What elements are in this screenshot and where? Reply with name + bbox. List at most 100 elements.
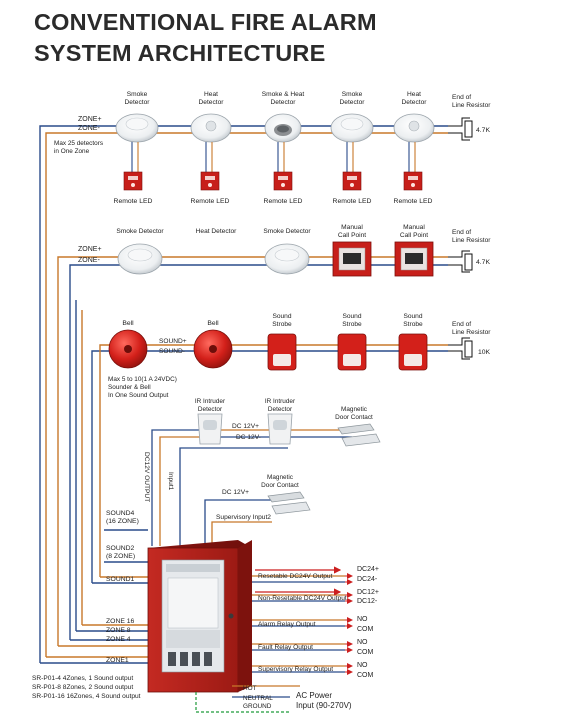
- remote-led-label: Remote LED: [114, 198, 153, 205]
- zone2-minus-label: ZONE-: [78, 257, 100, 264]
- magnetic-door-contact-icon: [337, 423, 381, 447]
- strobe-2-label-b: Strobe: [342, 321, 362, 328]
- sound1-label: SOUND1: [106, 576, 135, 583]
- output-1-term-2: DC24-: [357, 576, 378, 583]
- zone1-max-note-2: in One Zone: [54, 148, 90, 155]
- smoke-detector-icon: [117, 243, 163, 275]
- zone1-device-4-label-a: Smoke: [342, 91, 363, 98]
- ir-intruder-detector-icon: [267, 413, 293, 445]
- output-2-label: Non-Resetable DC24V Output: [258, 595, 347, 602]
- smoke-detector-icon: [264, 243, 310, 275]
- zone1-label: ZONE1: [106, 657, 129, 664]
- zone1-eol-label-2: Line Resistor: [452, 102, 491, 109]
- supervisory-magnetic-label-b: Door Contact: [261, 482, 299, 489]
- dc12v-output-label: DC12V OUTPUT: [143, 452, 150, 502]
- heat-detector-icon: [190, 113, 232, 143]
- sound-eol-label-2: Line Resistor: [452, 329, 491, 336]
- output-3-label: Alarm Relay Output: [258, 621, 316, 628]
- strobe-3-label-a: Sound: [403, 313, 422, 320]
- zone1-device-1-label-b: Detector: [125, 99, 151, 106]
- zone2-device-5-label-a: Manual: [403, 224, 425, 231]
- sound4-label: SOUND4: [106, 510, 135, 517]
- sound-note-1: Max 5 to 10(1 A 24VDC): [108, 376, 177, 383]
- sound-eol-label-1: End of: [452, 321, 471, 328]
- zone1-device-1-label-a: Smoke: [127, 91, 148, 98]
- sound-strobe-icon: [337, 333, 367, 371]
- bell-1-label: Bell: [122, 320, 134, 327]
- heat-detector-icon: [393, 113, 435, 143]
- sound-resistor-value: 10K: [478, 349, 491, 356]
- zone4-label: ZONE 4: [106, 636, 131, 643]
- resistor-icon: [448, 117, 473, 141]
- supervisory-wires: [204, 499, 272, 546]
- strobe-2-label-a: Sound: [342, 313, 361, 320]
- sound-minus-label: SOUND-: [159, 348, 185, 355]
- ir-intruder-detector-icon: [197, 413, 223, 445]
- diagram-title-line-2: SYSTEM ARCHITECTURE: [34, 40, 326, 66]
- sound2-zone-label: (8 ZONE): [106, 553, 135, 560]
- output-4-term-1: NO: [357, 639, 368, 646]
- intruder-dc-plus-label: DC 12V+: [232, 423, 259, 430]
- sound-strobe-icon: [398, 333, 428, 371]
- supervisory-dc-plus-label: DC 12V+: [222, 489, 249, 496]
- diagram-title-line-1: CONVENTIONAL FIRE ALARM: [34, 9, 377, 35]
- remote-led-icon: [123, 171, 143, 191]
- panel-zone-wires: [40, 576, 148, 664]
- sound-note-2: Sounder & Bell: [108, 384, 151, 391]
- intruder-magnetic-label-b: Door Contact: [335, 414, 373, 421]
- zone2-device-4-label-a: Manual: [341, 224, 363, 231]
- neutral-label: NEUTRAL: [243, 695, 273, 702]
- intruder-wires: [151, 429, 352, 546]
- strobe-1-label-a: Sound: [272, 313, 291, 320]
- ac-power-label: AC Power: [296, 691, 332, 700]
- sound-note-3: In One Sound Output: [108, 392, 169, 399]
- remote-led-icon: [342, 171, 362, 191]
- remote-led-icon: [273, 171, 293, 191]
- strobe-1-label-b: Strobe: [272, 321, 292, 328]
- output-5-term-1: NO: [357, 662, 368, 669]
- sound-strobe-icon: [267, 333, 297, 371]
- ir-detector-1-label-b: Detector: [198, 406, 223, 413]
- output-3-term-2: COM: [357, 626, 374, 633]
- zone1-eol-label-1: End of: [452, 94, 471, 101]
- remote-led-label: Remote LED: [191, 198, 230, 205]
- smoke-detector-icon: [115, 113, 159, 143]
- output-terminal-arrows: [345, 573, 353, 675]
- zone1-resistor-value: 4.7K: [476, 127, 490, 134]
- output-1-label: Resetable DC24V Output: [258, 573, 333, 580]
- remote-led-wires: [131, 142, 416, 172]
- zone2-plus-label: ZONE+: [78, 246, 102, 253]
- remote-led-label: Remote LED: [394, 198, 433, 205]
- manual-call-point-icon: [394, 241, 434, 277]
- model-line-2: SR-P01-8 8Zones, 2 Sound output: [32, 684, 133, 691]
- output-1-term-1: DC24+: [357, 566, 379, 573]
- ac-power-input-label: Input (90-270V): [296, 701, 352, 710]
- zone1-device-2-label-b: Detector: [199, 99, 225, 106]
- zone2-eol-label-2: Line Resistor: [452, 237, 491, 244]
- zone2-device-5-label-b: Call Point: [400, 232, 428, 239]
- zone1-minus-label: ZONE-: [78, 125, 100, 132]
- manual-call-point-icon: [332, 241, 372, 277]
- model-line-1: SR-P01-4 4Zones, 1 Sound output: [32, 675, 133, 682]
- home-run-wires: [39, 125, 148, 663]
- zone1-plus-label: ZONE+: [78, 116, 102, 123]
- zone1-device-3-label-a: Smoke & Heat: [262, 91, 305, 98]
- supervisory-input2-label: Supervisory Input2: [216, 514, 271, 521]
- zone1-device-5-label-b: Detector: [402, 99, 428, 106]
- ir-detector-1-label-a: IR Intruder: [195, 398, 226, 405]
- zone1-max-note-1: Max 25 detectors: [54, 140, 103, 147]
- zone1-device-4-label-b: Detector: [340, 99, 366, 106]
- remote-led-label: Remote LED: [333, 198, 372, 205]
- resistor-icon: [448, 250, 473, 273]
- zone2-device-4-label-b: Call Point: [338, 232, 366, 239]
- zone2-resistor-value: 4.7K: [476, 259, 490, 266]
- output-4-term-2: COM: [357, 649, 374, 656]
- smoke-detector-icon: [330, 113, 374, 143]
- ground-label: GROUND: [243, 703, 272, 710]
- ir-detector-2-label-a: IR Intruder: [265, 398, 296, 405]
- zone2-device-2-label: Heat Detector: [196, 228, 237, 235]
- output-wires: [252, 566, 345, 673]
- sound4-zone-label: (16 ZONE): [106, 518, 139, 525]
- zone2-device-1-label: Smoke Detector: [116, 228, 164, 235]
